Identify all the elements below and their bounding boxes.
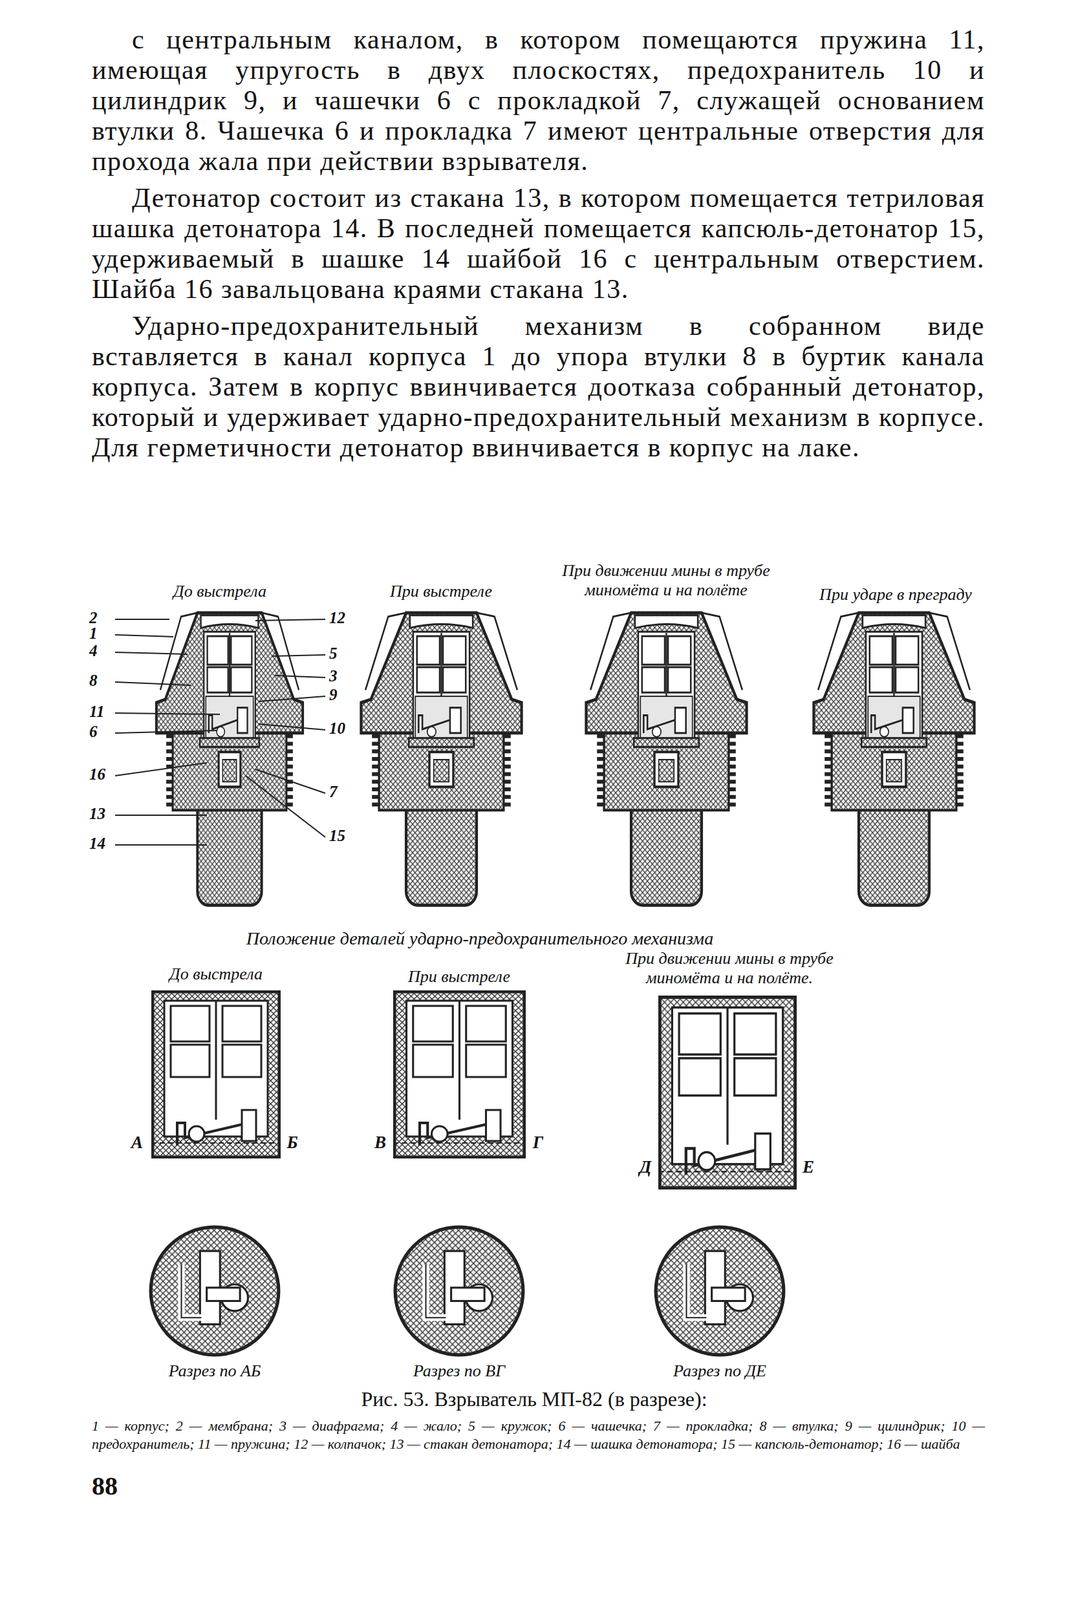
parts-list: 1 — корпус; 2 — мембрана; 3 — диафрагма;… [91,1417,985,1454]
page-number: 88 [91,1471,118,1502]
figure-label: При ударе в преграду [819,585,972,605]
figure-caption: Рис. 53. Взрыватель МП-82 (в разрезе): [360,1387,707,1412]
paragraph: Детонатор состоит из стакана 13, в котор… [91,183,985,305]
callout-number: 12 [329,609,346,628]
callout-number: 8 [89,671,98,690]
callout-number: 1 [89,624,98,643]
callout-number: 14 [89,834,106,853]
figure-label: При выстреле [408,967,511,987]
callout-number: 11 [89,702,105,722]
section-caption: Разрез по ВГ [413,1361,506,1382]
section-letter: В [374,1132,387,1154]
figure-label: До выстрела [169,964,263,985]
paragraph: Ударно-предохранительный механизм в собр… [91,311,985,464]
section-letter: Е [802,1157,815,1178]
callout-number: 15 [329,827,346,846]
callout-number: 6 [89,722,98,742]
callout-number: 2 [89,609,98,628]
section-letter: Г [532,1132,544,1154]
callout-number: 16 [89,765,106,784]
paragraph: с центральным каналом, в котором помещаю… [91,24,985,177]
figure-label: При выстреле [389,582,493,602]
figure-label: При движении мины в трубе миномёта и на … [559,561,773,601]
section-letter: Д [639,1157,652,1178]
body-text: с центральным каналом, в котором помещаю… [91,24,985,470]
figure-label: До выстрела [173,582,267,602]
section-letter: А [131,1132,143,1154]
section-caption: Разрез по ДЕ [673,1361,767,1382]
callout-number: 4 [89,642,98,661]
callout-number: 13 [89,805,106,824]
section-letter: Б [286,1132,298,1154]
callout-number: 9 [329,686,338,705]
figure-subtitle: Положение деталей ударно-предохранительн… [246,928,714,950]
callout-number: 5 [329,644,338,663]
figure-label: При движении мины в трубе миномёта и на … [622,949,837,989]
section-caption: Разрез по АБ [168,1361,262,1382]
callout-number: 10 [329,719,346,738]
callout-number: 7 [329,783,338,802]
callout-number: 3 [329,667,338,686]
